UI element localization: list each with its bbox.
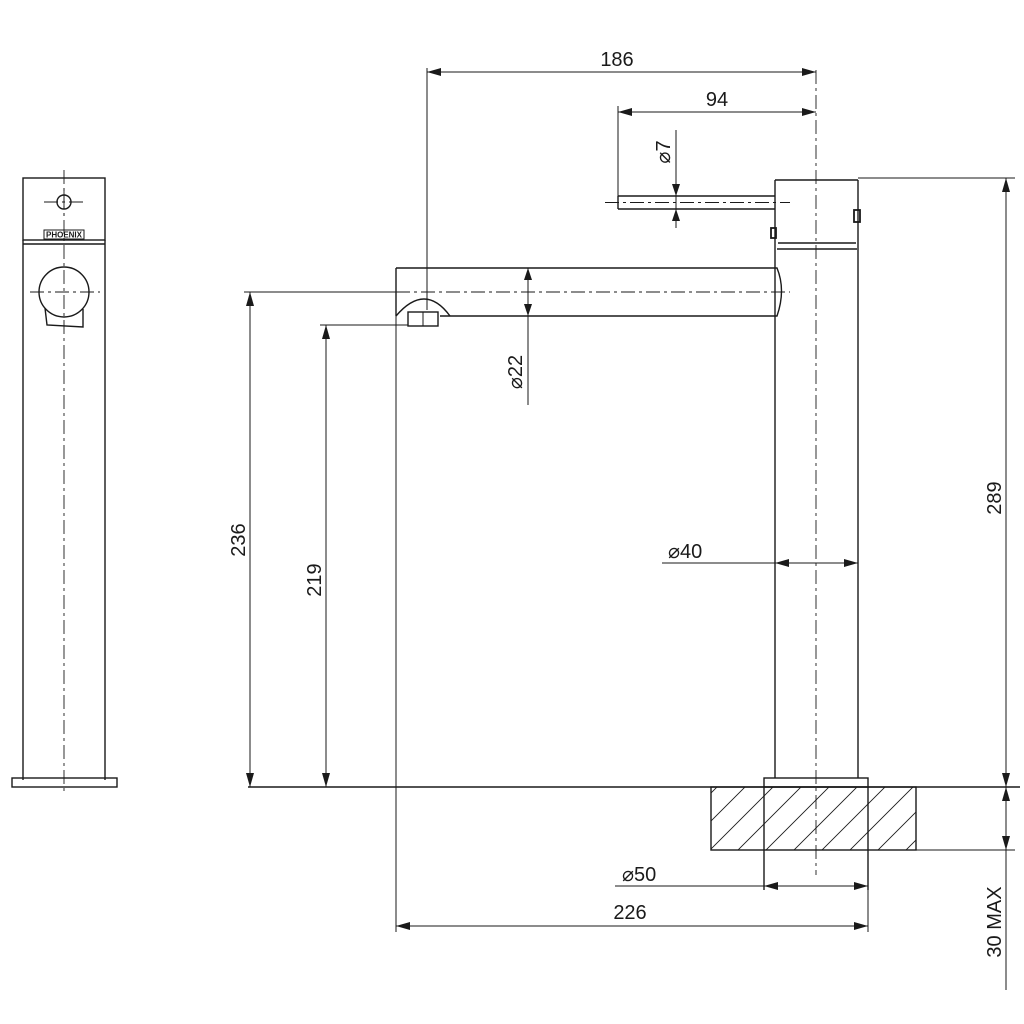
dim-289: 289 xyxy=(858,177,1015,787)
side-aerator-tab xyxy=(44,307,84,328)
spout-body xyxy=(396,267,783,317)
dim-dia-40: ⌀40 xyxy=(662,541,858,567)
body-side-button xyxy=(853,209,861,223)
dim-label-186: 186 xyxy=(600,49,633,71)
dim-219: 219 xyxy=(304,324,408,787)
dim-dia-22: ⌀22 xyxy=(505,268,532,405)
spout-outlet-curve xyxy=(395,298,451,317)
counter-hatching xyxy=(711,787,916,850)
dia-symbol-40: ⌀ xyxy=(668,541,680,563)
dim-186: 186 xyxy=(426,49,816,310)
body-side-pin xyxy=(770,227,777,239)
counter-section xyxy=(710,786,917,851)
svg-text:⌀50: ⌀50 xyxy=(622,864,656,886)
side-base-plate xyxy=(11,777,118,788)
front-view xyxy=(248,70,1020,890)
svg-text:⌀22: ⌀22 xyxy=(505,355,527,389)
dim-label-dia-50: 50 xyxy=(634,864,656,886)
dim-226: 226 xyxy=(395,316,869,932)
dia-symbol-7: ⌀ xyxy=(653,152,675,164)
dim-label-94: 94 xyxy=(706,89,728,111)
brand-logo: PHOENIX xyxy=(46,231,83,240)
dim-label-30-max: 30 MAX xyxy=(984,886,1006,957)
dim-label-226: 226 xyxy=(613,902,646,924)
dia-symbol-50: ⌀ xyxy=(622,864,634,886)
svg-text:⌀7: ⌀7 xyxy=(653,140,675,163)
side-view: PHOENIX xyxy=(11,170,118,795)
svg-text:⌀40: ⌀40 xyxy=(668,541,702,563)
dim-label-dia-7: 7 xyxy=(653,140,675,151)
dim-label-dia-40: 40 xyxy=(680,541,702,563)
dim-236: 236 xyxy=(228,291,396,787)
dim-dia-50: ⌀50 xyxy=(615,864,868,890)
dim-label-289: 289 xyxy=(984,481,1006,514)
dim-label-219: 219 xyxy=(304,563,326,596)
dim-label-dia-22: 22 xyxy=(505,355,527,377)
dim-94: 94 xyxy=(617,89,816,196)
dim-30-max: 30 MAX xyxy=(916,787,1015,990)
dia-symbol-22: ⌀ xyxy=(505,377,527,389)
dim-label-236: 236 xyxy=(228,523,250,556)
dim-dia-7: ⌀7 xyxy=(653,130,680,228)
